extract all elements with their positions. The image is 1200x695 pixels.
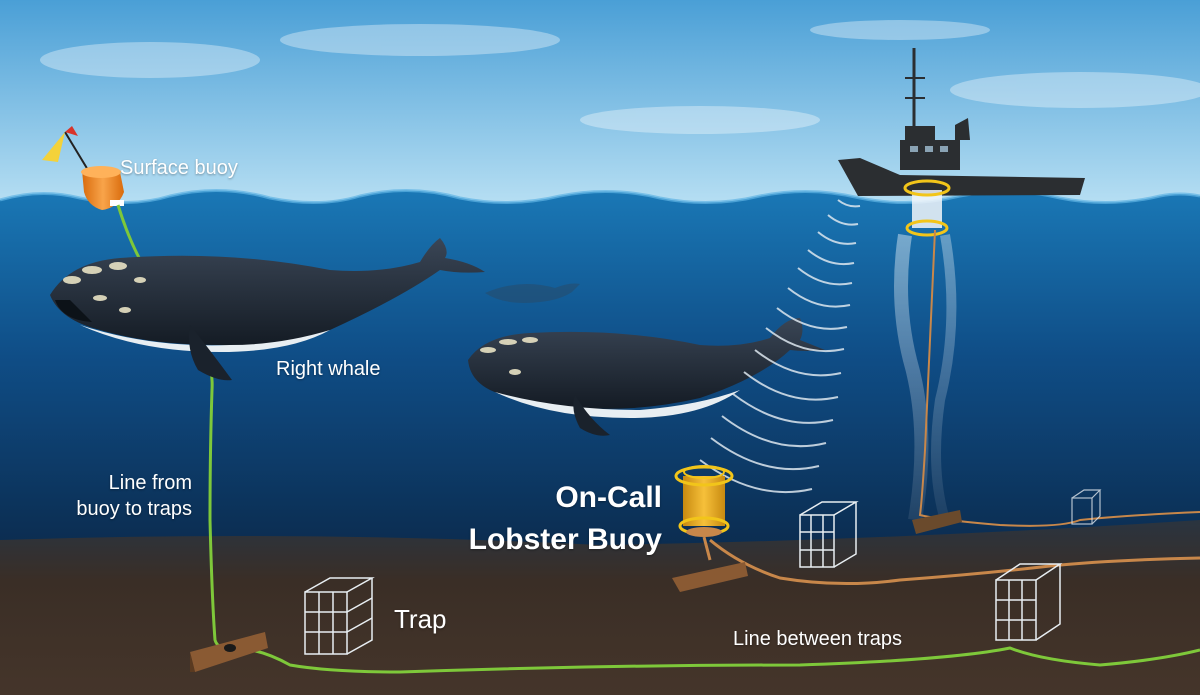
boat-icon [838, 48, 1085, 196]
sky [0, 0, 1200, 205]
on-call-lobster-buoy-icon [672, 465, 748, 592]
on-call-label-line2: Lobster Buoy [468, 523, 662, 556]
trap-icon-middle [799, 501, 859, 568]
trap-icon [304, 577, 375, 655]
surface-buoy-label: Surface buoy [120, 157, 238, 179]
on-call-label-line1: On-Call [555, 481, 662, 514]
trap-anchor-block [190, 632, 268, 672]
orange-line-between-traps [709, 538, 1200, 586]
surface-buoy-icon [42, 126, 124, 210]
trap-icon-right [995, 563, 1063, 641]
right-whale-icon [50, 238, 485, 381]
green-line-between-traps [231, 646, 1200, 674]
second-whale-icon [468, 318, 825, 436]
boat-anchor-block [912, 510, 962, 534]
right-whale-label: Right whale [276, 358, 381, 380]
distant-whale-icon [485, 283, 580, 303]
released-on-call-buoy-icon [894, 179, 957, 522]
trap-label: Trap [394, 604, 447, 634]
acoustic-signal-icon [699, 199, 861, 494]
line-between-traps-label: Line between traps [733, 628, 903, 650]
seafloor [0, 520, 1200, 695]
line-from-label-line1: Line from [108, 472, 192, 494]
trap-icon-far [1071, 489, 1102, 525]
line-from-label-line2: buoy to traps [76, 498, 192, 520]
clouds [40, 20, 1200, 134]
